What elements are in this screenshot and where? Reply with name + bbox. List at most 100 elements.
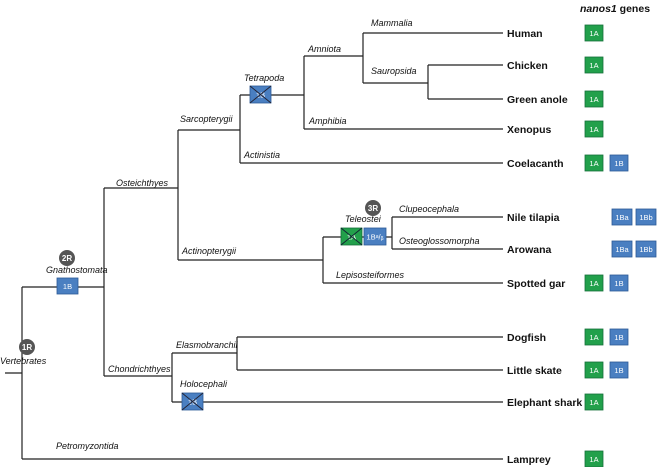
teleostei-1b-duplication-box: 1Bᵃ/ᵦ [363, 227, 387, 246]
taxon-row: Chicken 1A [507, 56, 604, 74]
gene-box-label: 1B [614, 333, 623, 342]
gene-box-label: 1B [614, 366, 623, 375]
gnathostomata-1b-label: 1B [63, 282, 72, 291]
wgd-3r-circle [365, 200, 381, 216]
gene-box-1a: 1A [584, 56, 604, 74]
taxon-name: Lamprey [507, 454, 551, 466]
taxon-name: Nile tilapia [507, 212, 560, 224]
gene-box-label: 1A [589, 125, 598, 134]
gene-box-1a: 1A [584, 120, 604, 138]
loss-cross-icon [249, 85, 272, 104]
taxon-row: Human 1A [507, 24, 604, 42]
taxon-name: Arowana [507, 244, 552, 256]
tetrapoda-1b-loss-box: 1B [249, 85, 272, 104]
wgd-2r-circle [59, 250, 75, 266]
taxon-name: Elephant shark [507, 397, 582, 409]
clade-label-vertebrates: Vertebrates [0, 356, 47, 366]
gene-box-1bb: 1Bb [635, 240, 657, 258]
wgd-3r-label: 3R [368, 204, 378, 213]
gene-box-1a: 1A [584, 90, 604, 108]
clade-label-actinopterygii: Actinopterygii [181, 246, 237, 256]
clade-label-osteichthyes: Osteichthyes [116, 178, 169, 188]
clade-label-sarcopterygii: Sarcopterygii [180, 114, 234, 124]
gene-box-1bb: 1Bb [635, 208, 657, 226]
taxon-row: Green anole 1A [507, 90, 604, 108]
wgd-1r-circle [19, 339, 35, 355]
gene-box-label: 1Bb [639, 213, 652, 222]
taxon-name: Human [507, 28, 543, 40]
gene-box-label: 1A [589, 366, 598, 375]
clade-labels: Vertebrates Gnathostomata Osteichthyes S… [0, 18, 480, 451]
gene-box-1b: 1B [609, 328, 629, 346]
taxon-row: Xenopus 1A [507, 120, 604, 138]
clade-label-holocephali: Holocephali [180, 379, 228, 389]
gene-box-label: 1A [589, 398, 598, 407]
wgd-1r-label: 1R [22, 343, 32, 352]
clade-label-elasmobranchii: Elasmobranchii [176, 340, 239, 350]
gnathostomata-1b-box: 1B [56, 277, 79, 295]
gene-box-1a: 1A [584, 154, 604, 172]
teleostei-1b-duplication-label: 1Bᵃ/ᵦ [367, 233, 384, 242]
wgd-markers: 1R 2R 3R [19, 200, 381, 355]
clade-label-amniota: Amniota [307, 44, 341, 54]
clade-label-chondrichthyes: Chondrichthyes [108, 364, 171, 374]
loss-cross-icon [340, 227, 363, 246]
teleostei-1a-loss-box: 1A [340, 227, 363, 246]
clade-label-clupeocephala: Clupeocephala [399, 204, 459, 214]
gene-box-1b: 1B [609, 154, 629, 172]
wgd-3r-marker: 3R [365, 200, 381, 216]
gene-box-1ba: 1Ba [611, 208, 633, 226]
gene-box-1a: 1A [584, 328, 604, 346]
gene-box-1b: 1B [609, 274, 629, 292]
holocephali-1b-loss-box: 1B [181, 392, 204, 411]
gene-box-1a: 1A [584, 24, 604, 42]
gene-box-label: 1A [589, 159, 598, 168]
gene-box-label: 1A [589, 61, 598, 70]
gene-box-label: 1Ba [615, 245, 629, 254]
wgd-2r-marker: 2R [59, 250, 75, 266]
gene-box-label: 1A [589, 333, 598, 342]
taxon-row: Little skate 1A 1B [507, 361, 629, 379]
gene-box-1a: 1A [584, 393, 604, 411]
gene-box-label: 1Bb [639, 245, 652, 254]
taxon-row: Lamprey 1A [507, 450, 604, 467]
gene-box-label: 1A [589, 455, 598, 464]
taxon-name: Little skate [507, 365, 562, 377]
node-gene-boxes: 1B 1B 1A 1Bᵃ/ᵦ 1B [56, 85, 387, 411]
gene-box-label: 1B [614, 279, 623, 288]
clade-label-amphibia: Amphibia [308, 116, 347, 126]
wgd-2r-label: 2R [62, 254, 72, 263]
clade-label-petromyzontida: Petromyzontida [56, 441, 119, 451]
gene-box-1a: 1A [584, 450, 604, 467]
clade-label-lepisosteiformes: Lepisosteiformes [336, 270, 405, 280]
taxon-name: Spotted gar [507, 278, 565, 290]
clade-label-actinistia: Actinistia [243, 150, 280, 160]
tree-branches [5, 32, 503, 460]
taxon-name: Xenopus [507, 124, 551, 136]
clade-label-sauropsida: Sauropsida [371, 66, 417, 76]
wgd-1r-marker: 1R [19, 339, 35, 355]
gene-box-label: 1A [589, 279, 598, 288]
gene-box-label: 1B [614, 159, 623, 168]
taxon-name: Green anole [507, 94, 568, 106]
clade-label-mammalia: Mammalia [371, 18, 413, 28]
clade-label-gnathostomata: Gnathostomata [46, 265, 108, 275]
gene-box-1a: 1A [584, 274, 604, 292]
taxon-row: Nile tilapia 1Ba 1Bb [507, 208, 657, 226]
taxon-name: Coelacanth [507, 158, 564, 170]
taxon-row: Elephant shark 1A [507, 393, 604, 411]
taxon-row: Arowana 1Ba 1Bb [507, 240, 657, 258]
gene-box-label: 1Ba [615, 213, 629, 222]
loss-cross-icon [181, 392, 204, 411]
taxon-row: Spotted gar 1A 1B [507, 274, 629, 292]
clade-label-osteoglossomorpha: Osteoglossomorpha [399, 236, 480, 246]
clade-label-teleostei: Teleostei [345, 214, 382, 224]
gene-box-label: 1A [589, 29, 598, 38]
gene-box-label: 1A [589, 95, 598, 104]
gene-box-1ba: 1Ba [611, 240, 633, 258]
gene-box-1b: 1B [609, 361, 629, 379]
taxon-row: Coelacanth 1A 1B [507, 154, 629, 172]
taxon-name: Chicken [507, 60, 548, 72]
